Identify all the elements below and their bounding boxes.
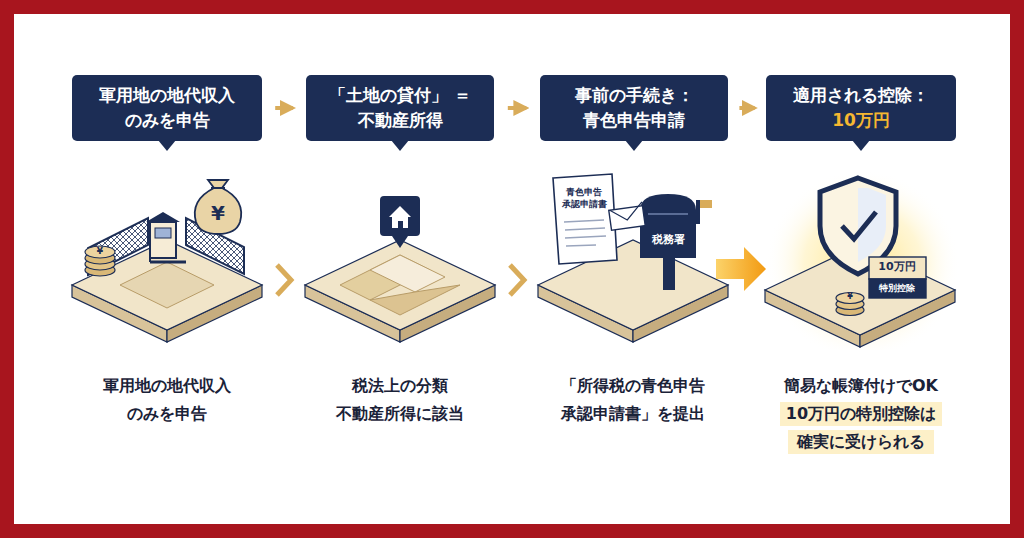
bubble-tail — [852, 140, 870, 151]
form-title: 青色申告 承認申請書 — [559, 186, 609, 210]
step-caption: 「所得税の青色申告 承認申請書」を提出 — [528, 372, 738, 428]
currency-mark: ¥ — [90, 245, 110, 257]
header-text: 「土地の貸付」 ＝不動産所得 — [314, 83, 486, 133]
currency-mark: ¥ — [840, 292, 860, 302]
military-land — [85, 180, 244, 308]
application-mailbox — [553, 174, 712, 290]
tag-amount: 10万円 — [869, 260, 925, 274]
chevron — [510, 265, 524, 295]
header-text: 軍用地の地代収入 のみを申告 — [80, 83, 254, 133]
land-parcel — [340, 196, 460, 315]
bubble-tail — [625, 140, 643, 151]
bubble-tail — [391, 140, 409, 151]
platform — [305, 240, 495, 342]
step-caption: 税法上の分類 不動産所得に該当 — [295, 372, 505, 428]
flow-arrow — [275, 106, 293, 110]
chevron — [277, 265, 291, 295]
flow-arrow — [508, 106, 526, 110]
step-header: 事前の手続き： 青色申告申請 — [540, 75, 728, 141]
currency-mark: ¥ — [203, 200, 233, 226]
step-header: 「土地の貸付」 ＝不動産所得 — [306, 75, 494, 141]
flow-arrow — [739, 106, 754, 110]
step-header: 軍用地の地代収入 のみを申告 — [72, 75, 262, 141]
deduction-shield — [820, 178, 926, 316]
header-text: 適用される控除： — [774, 83, 948, 108]
mailbox-label: 税務署 — [641, 233, 695, 247]
glow — [765, 160, 960, 350]
step-caption: 簡易な帳簿付けでOK 10万円の特別控除は 確実に受けられる — [756, 372, 966, 456]
header-text: 事前の手続き： 青色申告申請 — [548, 83, 720, 133]
big-arrow — [716, 247, 766, 291]
tag-label: 特別控除 — [869, 282, 925, 294]
step-caption: 軍用地の地代収入 のみを申告 — [62, 372, 272, 428]
bubble-tail — [158, 140, 176, 151]
step-header: 適用される控除：10万円 — [766, 75, 956, 141]
header-text: 10万円 — [774, 108, 948, 133]
